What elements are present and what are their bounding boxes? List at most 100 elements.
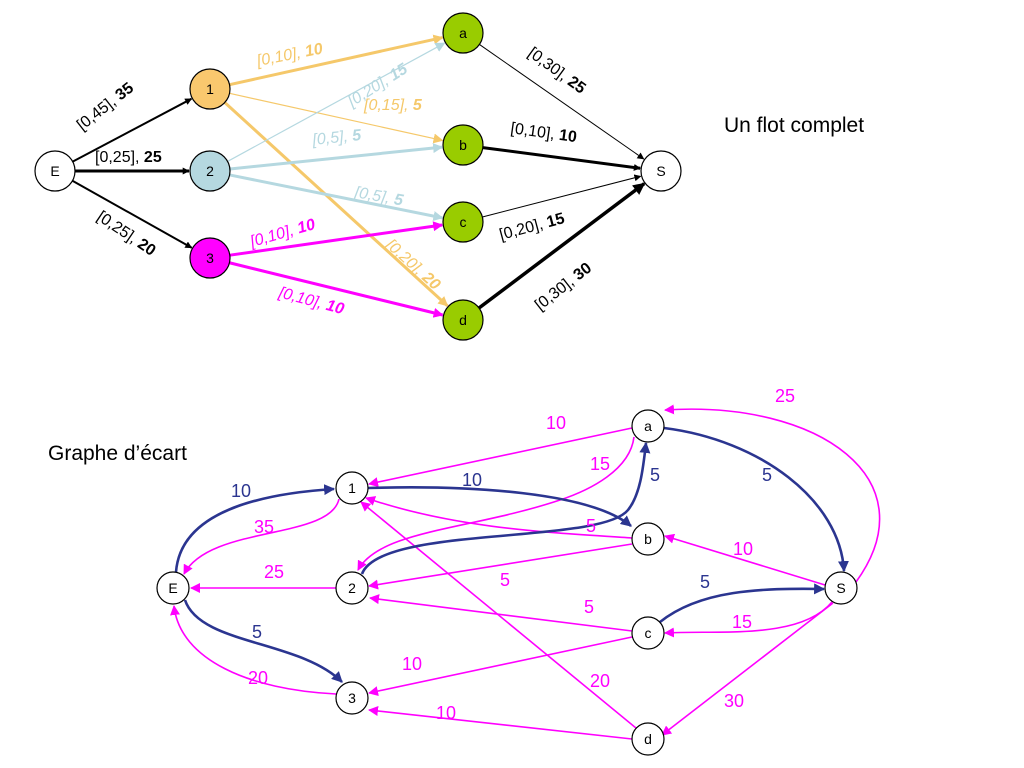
flow-node-a: a — [442, 12, 484, 54]
forward-edge-E-3 — [183, 599, 343, 683]
flow-edge-label-3-c: [0,10], 10 — [247, 216, 317, 251]
flow-node-c-label: c — [460, 214, 467, 230]
flow-value-text: 10 — [295, 216, 317, 237]
flow-edge-E-3 — [71, 179, 193, 249]
flow-value-text: 10 — [304, 40, 325, 60]
backward-edge-label-1-E: 35 — [254, 517, 274, 537]
flow-node-3-label: 3 — [206, 250, 214, 266]
backward-edge-a-1 — [368, 427, 633, 488]
flow-edge-c-S — [482, 174, 642, 218]
forward-edge-label-E-1: 10 — [231, 481, 251, 501]
backward-edge-b-1 — [365, 496, 633, 539]
forward-edge-1-b — [367, 486, 632, 528]
backward-edge-label-S-c: 15 — [732, 612, 752, 632]
forward-edge-c-S — [659, 583, 826, 624]
flow-edges — [71, 34, 646, 318]
capacity-text: [0,15], — [363, 97, 413, 114]
flow-edge-label-E-3: [0,25], 20 — [94, 208, 159, 259]
backward-edge-1-E — [183, 498, 340, 575]
flow-node-2: 2 — [189, 150, 231, 192]
backward-edge-label-c-2: 5 — [584, 597, 594, 617]
capacity-text: [0,30], — [532, 271, 581, 315]
backward-edge-label-3-E: 20 — [248, 668, 268, 688]
flow-node-S-label: S — [656, 163, 665, 179]
flow-node-3: 3 — [189, 237, 231, 279]
forward-edge-label-2-a: 5 — [650, 465, 660, 485]
residual-node-a: a — [631, 409, 665, 443]
capacity-text: [0,25], — [95, 149, 144, 166]
flow-edge-label-c-S: [0,20], 15 — [498, 210, 567, 244]
forward-edge-E-1 — [174, 484, 336, 573]
forward-edge-label-1-b: 10 — [462, 470, 482, 490]
backward-edge-label-a-1: 10 — [546, 413, 566, 433]
backward-edge-label-b-2: 5 — [500, 570, 510, 590]
backward-edge-S-a — [664, 404, 881, 583]
flow-edge-1-d — [223, 101, 449, 307]
capacity-text: [0,10], — [276, 284, 329, 313]
backward-edge-b-2 — [368, 543, 633, 590]
flow-edge-label-E-1: [0,45], 35 — [74, 80, 137, 135]
residual-node-E-circle — [156, 571, 190, 605]
flow-node-b-label: b — [459, 137, 467, 153]
flow-edge-1-a — [229, 34, 444, 87]
residual-node-1-circle — [335, 471, 369, 505]
flow-node-3-circle — [189, 237, 231, 279]
backward-edge-a-2 — [357, 436, 635, 571]
flow-edge-2-c — [229, 173, 444, 221]
flow-edge-a-S — [479, 44, 645, 160]
residual-node-3-circle — [335, 681, 369, 715]
forward-edge-label-c-S: 5 — [700, 572, 710, 592]
flow-edge-2-a — [227, 42, 446, 162]
flow-edge-label-d-S: [0,30], 30 — [532, 260, 595, 315]
forward-edge-a-S — [663, 426, 849, 573]
flow-edge-label-a-S: [0,30], 25 — [525, 44, 589, 97]
backward-edge-label-S-b: 10 — [733, 539, 753, 559]
capacity-text: [0,10], — [509, 120, 560, 144]
backward-edge-label-d-1: 20 — [590, 671, 610, 691]
residual-node-a-circle — [631, 409, 665, 443]
residual-node-b-label: b — [644, 531, 652, 547]
residual-node-E: E — [156, 571, 190, 605]
backward-edge-label-a-2: 15 — [590, 454, 610, 474]
flow-edge-1-b — [229, 92, 444, 144]
backward-edge-c-3 — [368, 636, 633, 697]
flow-node-E: E — [34, 150, 76, 192]
backward-edge-label-c-3: 10 — [402, 654, 422, 674]
flow-node-c: c — [442, 201, 484, 243]
residual-node-1: 1 — [335, 471, 369, 505]
residual-edges — [170, 404, 881, 740]
backward-edge-3-E — [170, 605, 337, 695]
bottom-title: Graphe d’écart — [48, 442, 187, 465]
flow-node-d: d — [442, 299, 484, 341]
residual-node-c: c — [631, 616, 665, 650]
flow-node-1-circle — [189, 68, 231, 110]
residual-node-b: b — [631, 522, 665, 556]
capacity-text: [0,5], — [352, 184, 395, 208]
residual-node-3-label: 3 — [348, 690, 356, 706]
flow-value-text: 5 — [393, 191, 406, 209]
residual-node-S-circle — [824, 571, 858, 605]
residual-node-2-circle — [335, 571, 369, 605]
capacity-text: [0,25], — [94, 208, 144, 249]
flow-edge-label-E-2: [0,25], 25 — [95, 149, 162, 166]
flow-nodes: E 1 2 3 a b c d S — [34, 12, 682, 341]
forward-edge-label-a-S: 5 — [762, 465, 772, 485]
capacity-text: [0,45], — [74, 91, 123, 135]
capacity-text: [0,5], — [311, 128, 354, 149]
residual-node-d-circle — [631, 722, 665, 756]
flow-node-a-circle — [442, 12, 484, 54]
backward-edge-d-1 — [360, 501, 637, 729]
top-title: Un flot complet — [724, 114, 865, 137]
residual-node-c-circle — [631, 616, 665, 650]
flow-edge-3-d — [229, 261, 444, 318]
residual-node-E-label: E — [168, 580, 177, 596]
flow-node-a-label: a — [459, 25, 467, 41]
residual-node-d-label: d — [644, 731, 652, 747]
backward-edge-label-S-d: 30 — [724, 691, 744, 711]
flow-node-1-label: 1 — [206, 81, 214, 97]
residual-node-1-label: 1 — [348, 480, 356, 496]
flow-node-E-label: E — [50, 163, 59, 179]
